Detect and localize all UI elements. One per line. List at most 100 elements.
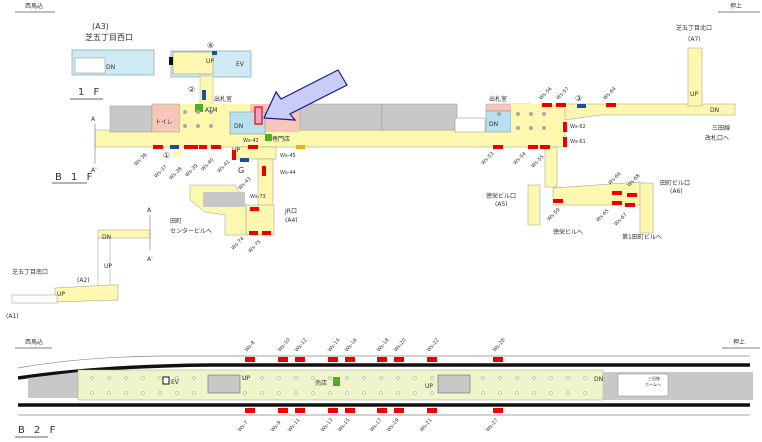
dai1-tamachi-dest: 第1田町ビルへ	[622, 233, 662, 241]
blue-marker	[202, 90, 206, 100]
b1-pillars	[183, 110, 546, 130]
pillar	[90, 391, 94, 395]
point-1: ①	[163, 151, 170, 160]
door-label: Ws-54	[512, 151, 527, 166]
pillar	[124, 376, 128, 380]
door-marker-bottom	[345, 408, 355, 413]
pillar	[516, 112, 520, 116]
section-mark-a-2: A	[147, 207, 152, 214]
door-label: Ws-36	[133, 152, 148, 167]
pillar	[566, 376, 570, 380]
b2-ev-label: EV	[171, 379, 180, 386]
door-label: Ws-67	[613, 212, 628, 227]
door-label: Ws-65	[595, 208, 610, 223]
door-marker	[262, 166, 266, 176]
blue-marker	[170, 145, 179, 149]
point-3: ③	[575, 94, 582, 103]
door-label: Ws-75	[247, 239, 262, 254]
pillar	[345, 376, 349, 380]
a2-up-label: UP	[104, 263, 112, 270]
mita-platform-line2: ホームへ	[645, 382, 661, 387]
exit-4-building: UP EV	[169, 50, 252, 78]
door-label-bottom: Ws-7	[237, 420, 250, 433]
pillar	[107, 391, 111, 395]
exit-a2-code: (A2)	[77, 277, 90, 284]
pillar	[396, 376, 400, 380]
door-marker-bottom	[278, 408, 288, 413]
pillar	[516, 126, 520, 130]
door-marker	[199, 145, 207, 149]
exit-a3-code: (A3)	[92, 22, 109, 31]
door-marker	[250, 207, 259, 211]
door-label-top: Ws-12	[294, 337, 309, 353]
door-marker	[563, 122, 567, 132]
door-label-top: Ws-22	[426, 337, 441, 353]
a3-dn-label: DN	[106, 64, 115, 71]
door-marker	[540, 145, 550, 149]
b2-pillars	[90, 376, 587, 395]
pillar	[515, 376, 519, 380]
door-marker-top	[245, 357, 255, 362]
pillar	[294, 391, 298, 395]
pillar	[566, 391, 570, 395]
toilet-label: トイレ	[155, 119, 173, 126]
door-label: Ws-44	[280, 170, 296, 176]
pillar	[549, 376, 553, 380]
door-label-bottom: Ws-17	[369, 417, 384, 433]
door-marker-top	[295, 357, 305, 362]
b1-dn-right-label: DN	[489, 121, 498, 128]
door-label: Ws-37	[153, 164, 168, 179]
door-label: Ws-45	[280, 153, 296, 159]
pillar	[243, 376, 247, 380]
pillar	[311, 391, 315, 395]
b2-up-right: UP	[425, 383, 433, 390]
door-marker	[153, 145, 163, 149]
door-label: Ws-74	[230, 236, 245, 251]
blue-marker	[577, 104, 586, 108]
door-label-bottom: Ws-15	[337, 417, 352, 433]
exit-a7-name: 芝五丁目北口	[676, 24, 712, 32]
pillar	[515, 391, 519, 395]
door-marker-bottom	[245, 408, 255, 413]
door-label-top: Ws-10	[277, 337, 292, 353]
door-marker	[627, 193, 637, 197]
ticket-office-right-label: 出札室	[489, 95, 507, 103]
door-marker	[493, 145, 503, 149]
tamachi-center-line2: センタービルへ	[170, 227, 212, 235]
door-label-bottom: Ws-13	[320, 417, 335, 433]
door-marker-bottom	[493, 408, 503, 413]
door-label: Ws-62	[570, 124, 586, 130]
door-marker	[232, 150, 236, 160]
door-marker-bottom	[295, 408, 305, 413]
b2-platform	[17, 355, 753, 416]
pillar	[260, 376, 264, 380]
pillar	[141, 376, 145, 380]
pillar	[583, 391, 587, 395]
section-mark-a: A	[91, 116, 96, 123]
b2-dn-label: DN	[594, 376, 603, 383]
door-label: Ws-56	[538, 86, 553, 101]
door-marker	[192, 145, 198, 149]
a1-up-label: UP	[57, 291, 65, 298]
door-label: Ws-43	[237, 176, 252, 191]
door-marker	[625, 203, 635, 207]
pillar	[294, 376, 298, 380]
door-marker-top	[377, 357, 387, 362]
highlight-arrow-icon	[263, 69, 348, 121]
door-label: Ws-73	[250, 194, 266, 200]
yellow-marker	[296, 145, 305, 149]
pillar	[542, 112, 546, 116]
pillar	[209, 124, 213, 128]
door-label-bottom: Ws-21	[419, 417, 434, 433]
pillar	[328, 391, 332, 395]
door-marker	[542, 103, 552, 107]
door-marker	[248, 145, 258, 149]
door-label: Ws-42	[243, 138, 259, 144]
exit-a4-name: JR口	[284, 208, 297, 215]
floor-label-b1f: B 1 F	[55, 172, 95, 183]
exit-4-ev: EV	[236, 61, 245, 68]
b1-concourse	[11, 47, 736, 304]
door-marker	[211, 145, 221, 149]
pillar	[362, 391, 366, 395]
door-label-top: Ws-20	[393, 337, 408, 353]
